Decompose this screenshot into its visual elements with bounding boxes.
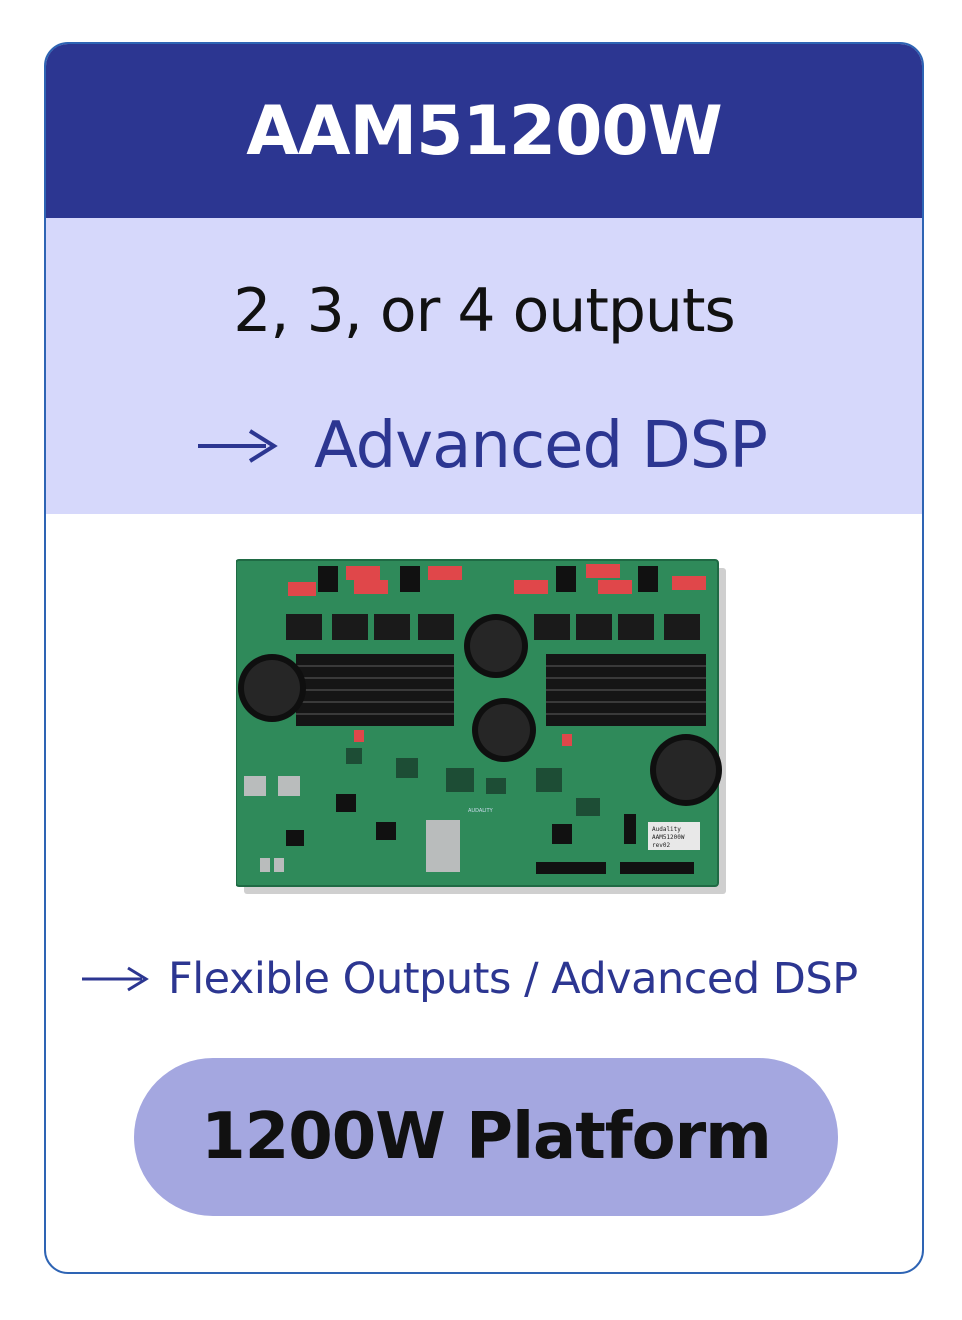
pcb-board-illustration: Audality AAM51200W rev02 AUDALITY: [235, 559, 726, 894]
capacitors: [238, 614, 722, 806]
board-label-line2: AAM51200W: [652, 834, 685, 841]
flexible-outputs-text: Flexible Outputs / Advanced DSP: [168, 954, 858, 1004]
board-label-line1: Audality: [652, 826, 681, 833]
advanced-dsp-label: Advanced DSP: [314, 409, 768, 483]
platform-badge: 1200W Platform: [134, 1058, 838, 1216]
product-title: AAM51200W: [246, 91, 722, 171]
right-arrow-icon: [198, 429, 278, 463]
right-arrow-icon: [82, 966, 149, 992]
outputs-text: 2, 3, or 4 outputs: [233, 276, 736, 346]
product-card: AAM51200W 2, 3, or 4 outputs Advanced DS…: [44, 42, 924, 1274]
platform-badge-label: 1200W Platform: [201, 1100, 772, 1174]
dsp-line: Advanced DSP: [196, 406, 768, 486]
card-header: AAM51200W: [46, 44, 922, 218]
board-label-line3: rev02: [652, 842, 670, 849]
feature-band: 2, 3, or 4 outputs Advanced DSP: [46, 218, 922, 514]
board-brand-mark: AUDALITY: [468, 808, 494, 814]
feature-line: Flexible Outputs / Advanced DSP: [80, 949, 858, 1009]
pcb-board-image: Audality AAM51200W rev02 AUDALITY: [235, 558, 732, 898]
